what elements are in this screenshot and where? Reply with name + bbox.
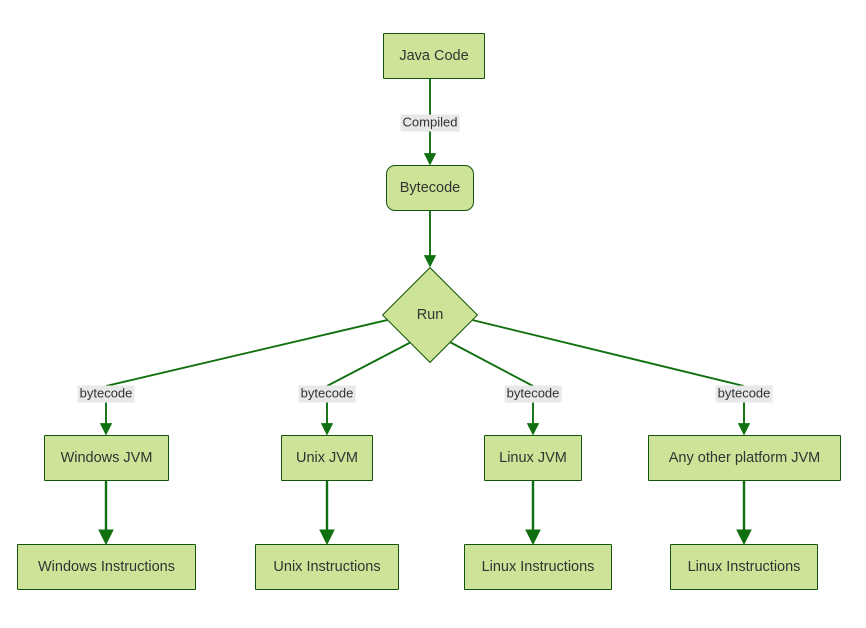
node-bytecode-label: Bytecode <box>399 179 461 196</box>
node-java-code-label: Java Code <box>399 47 469 64</box>
edge-run-to-any-other-jvm <box>463 317 745 387</box>
node-any-other-platform-jvm[interactable]: Any other platform JVM <box>648 435 841 481</box>
node-java-code[interactable]: Java Code <box>383 33 485 79</box>
edge-label-bytecode-any-other: bytecode <box>715 385 773 403</box>
node-unix-jvm[interactable]: Unix JVM <box>281 435 373 481</box>
node-bytecode[interactable]: Bytecode <box>386 165 474 211</box>
edge-label-bytecode-unix: bytecode <box>298 385 356 403</box>
node-run-decision[interactable]: Run <box>381 266 479 364</box>
edge-label-bytecode-linux: bytecode <box>504 385 562 403</box>
node-linux-instructions[interactable]: Linux Instructions <box>464 544 612 590</box>
node-windows-instructions[interactable]: Windows Instructions <box>17 544 196 590</box>
node-unix-jvm-label: Unix JVM <box>295 449 359 466</box>
node-unix-instructions-label: Unix Instructions <box>273 558 381 575</box>
edge-label-bytecode-windows: bytecode <box>77 385 135 403</box>
node-linux-jvm[interactable]: Linux JVM <box>484 435 582 481</box>
node-linux-instructions-label: Linux Instructions <box>481 558 595 575</box>
node-unix-instructions[interactable]: Unix Instructions <box>255 544 399 590</box>
node-any-other-instructions-label: Linux Instructions <box>687 558 801 575</box>
edge-run-to-windows-jvm <box>105 317 397 387</box>
node-any-other-instructions[interactable]: Linux Instructions <box>670 544 818 590</box>
node-any-other-platform-jvm-label: Any other platform JVM <box>668 449 821 466</box>
node-run-label: Run <box>416 307 444 323</box>
node-linux-jvm-label: Linux JVM <box>499 449 567 466</box>
node-windows-instructions-label: Windows Instructions <box>38 558 175 575</box>
node-windows-jvm[interactable]: Windows JVM <box>44 435 169 481</box>
edge-label-compiled: Compiled <box>400 114 460 132</box>
node-windows-jvm-label: Windows JVM <box>60 449 153 466</box>
